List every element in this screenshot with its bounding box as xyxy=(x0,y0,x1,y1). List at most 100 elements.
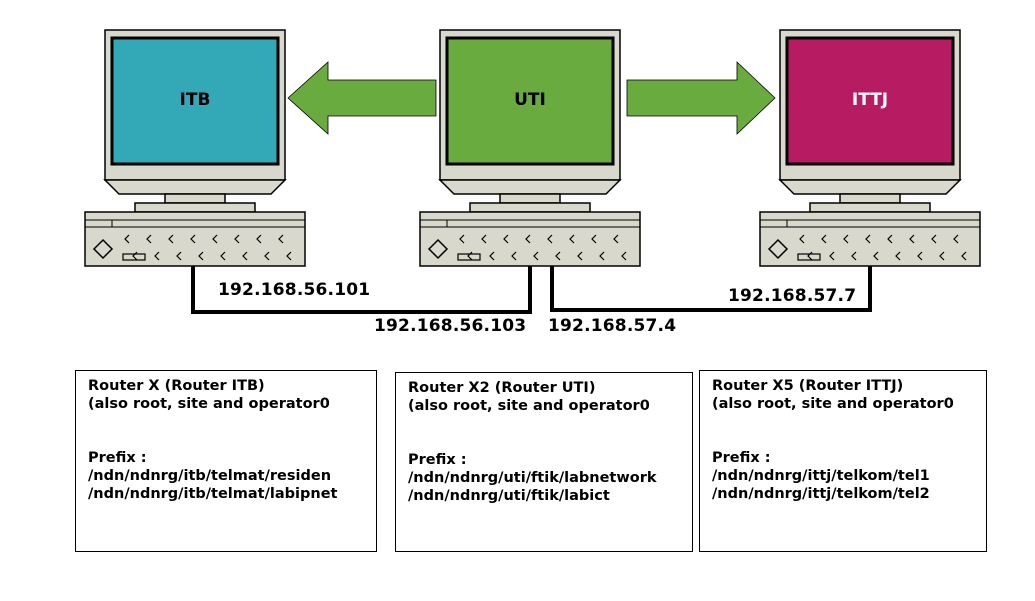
vent-slot xyxy=(124,234,130,244)
vent-slot xyxy=(887,234,893,244)
prefix-item: /ndn/ndnrg/uti/ftik/labict xyxy=(408,488,610,504)
computer-label-ittj: ITTJ xyxy=(852,90,888,110)
computer-uti: UTI xyxy=(419,29,641,267)
vent-slot xyxy=(917,251,923,261)
ip-label-uti-right: 192.168.57.4 xyxy=(548,316,677,336)
vent-slot xyxy=(613,234,619,244)
vent-slot xyxy=(132,251,138,261)
prefix-item: /ndn/ndnrg/ittj/telkom/tel1 xyxy=(712,468,930,484)
ip-label-itb: 192.168.56.101 xyxy=(218,280,371,300)
vent-slot xyxy=(961,251,967,261)
vent-slot xyxy=(807,251,813,261)
prefix-label: Prefix : xyxy=(408,452,467,468)
prefix-item: /ndn/ndnrg/ittj/telkom/tel2 xyxy=(712,486,930,502)
router-box-itb: Router X (Router ITB) (also root, site a… xyxy=(75,370,377,552)
vent-slot xyxy=(467,251,473,261)
vent-slot xyxy=(829,251,835,261)
monitor-neck xyxy=(839,193,901,204)
vent-slot xyxy=(511,251,517,261)
vent-slot xyxy=(865,234,871,244)
vent-slot xyxy=(931,234,937,244)
vent-slot xyxy=(481,234,487,244)
prefix-item: /ndn/ndnrg/itb/telmat/labipnet xyxy=(88,486,338,502)
vent-slot xyxy=(821,234,827,244)
monitor-neck xyxy=(164,193,226,204)
vent-slot xyxy=(621,251,627,261)
vent-slot xyxy=(190,234,196,244)
vent-slot xyxy=(851,251,857,261)
vent-slot xyxy=(234,234,240,244)
monitor-screen-ittj xyxy=(785,36,955,166)
vent-slot xyxy=(599,251,605,261)
vent-slot xyxy=(220,251,226,261)
vent-slot xyxy=(198,251,204,261)
router-box-uti: Router X2 (Router UTI) (also root, site … xyxy=(395,372,693,552)
vent-slot xyxy=(286,251,292,261)
monitor-base xyxy=(103,179,287,195)
vent-slot xyxy=(256,234,262,244)
arrow-right-to-ittj xyxy=(626,61,776,135)
monitor-base xyxy=(778,179,962,195)
ip-label-uti-left: 192.168.56.103 xyxy=(374,316,527,336)
prefix-label: Prefix : xyxy=(88,450,147,466)
monitor-stand xyxy=(469,202,591,213)
cable-uti-ittj xyxy=(550,262,872,312)
router-subtitle: (also root, site and operator0 xyxy=(88,396,330,412)
power-button-icon xyxy=(767,238,789,260)
vent-slot xyxy=(555,251,561,261)
drive-slot xyxy=(797,253,821,261)
vent-slot xyxy=(176,251,182,261)
ip-label-ittj: 192.168.57.7 xyxy=(728,286,857,306)
prefix-item: /ndn/ndnrg/uti/ftik/labnetwork xyxy=(408,470,657,486)
vent-slot xyxy=(278,234,284,244)
vent-slot xyxy=(146,234,152,244)
vent-slot xyxy=(533,251,539,261)
vent-slot xyxy=(799,234,805,244)
router-subtitle: (also root, site and operator0 xyxy=(712,396,954,412)
arrow-left-to-itb xyxy=(287,61,437,135)
vent-slot xyxy=(843,234,849,244)
vent-grille xyxy=(799,234,967,261)
vent-slot xyxy=(154,251,160,261)
desktop-case xyxy=(84,211,306,267)
monitor-stand xyxy=(134,202,256,213)
vent-slot xyxy=(489,251,495,261)
monitor-screen-itb xyxy=(110,36,280,166)
vent-slot xyxy=(569,234,575,244)
router-subtitle: (also root, site and operator0 xyxy=(408,398,650,414)
router-title: Router X (Router ITB) xyxy=(88,378,265,394)
desktop-case xyxy=(759,211,981,267)
prefix-label: Prefix : xyxy=(712,450,771,466)
drive-slot xyxy=(122,253,146,261)
computer-label-uti: UTI xyxy=(514,90,546,110)
router-box-ittj: Router X5 (Router ITTJ) (also root, site… xyxy=(699,370,987,552)
vent-slot xyxy=(873,251,879,261)
vent-slot xyxy=(895,251,901,261)
router-title: Router X2 (Router UTI) xyxy=(408,380,596,396)
vent-slot xyxy=(459,234,465,244)
monitor-neck xyxy=(499,193,561,204)
computer-itb: ITB xyxy=(84,29,306,267)
vent-slot xyxy=(525,234,531,244)
vent-grille xyxy=(124,234,292,261)
vent-slot xyxy=(591,234,597,244)
vent-slot xyxy=(547,234,553,244)
monitor-screen-uti xyxy=(445,36,615,166)
prefix-item: /ndn/ndnrg/itb/telmat/residen xyxy=(88,468,332,484)
computer-label-itb: ITB xyxy=(180,90,211,110)
power-button-icon xyxy=(92,238,114,260)
desktop-case xyxy=(419,211,641,267)
vent-slot xyxy=(939,251,945,261)
vent-slot xyxy=(168,234,174,244)
vent-grille xyxy=(459,234,627,261)
computer-ittj: ITTJ xyxy=(759,29,981,267)
monitor-stand xyxy=(809,202,931,213)
vent-slot xyxy=(503,234,509,244)
vent-slot xyxy=(242,251,248,261)
router-title: Router X5 (Router ITTJ) xyxy=(712,378,904,394)
vent-slot xyxy=(909,234,915,244)
monitor-base xyxy=(438,179,622,195)
vent-slot xyxy=(953,234,959,244)
drive-slot xyxy=(457,253,481,261)
